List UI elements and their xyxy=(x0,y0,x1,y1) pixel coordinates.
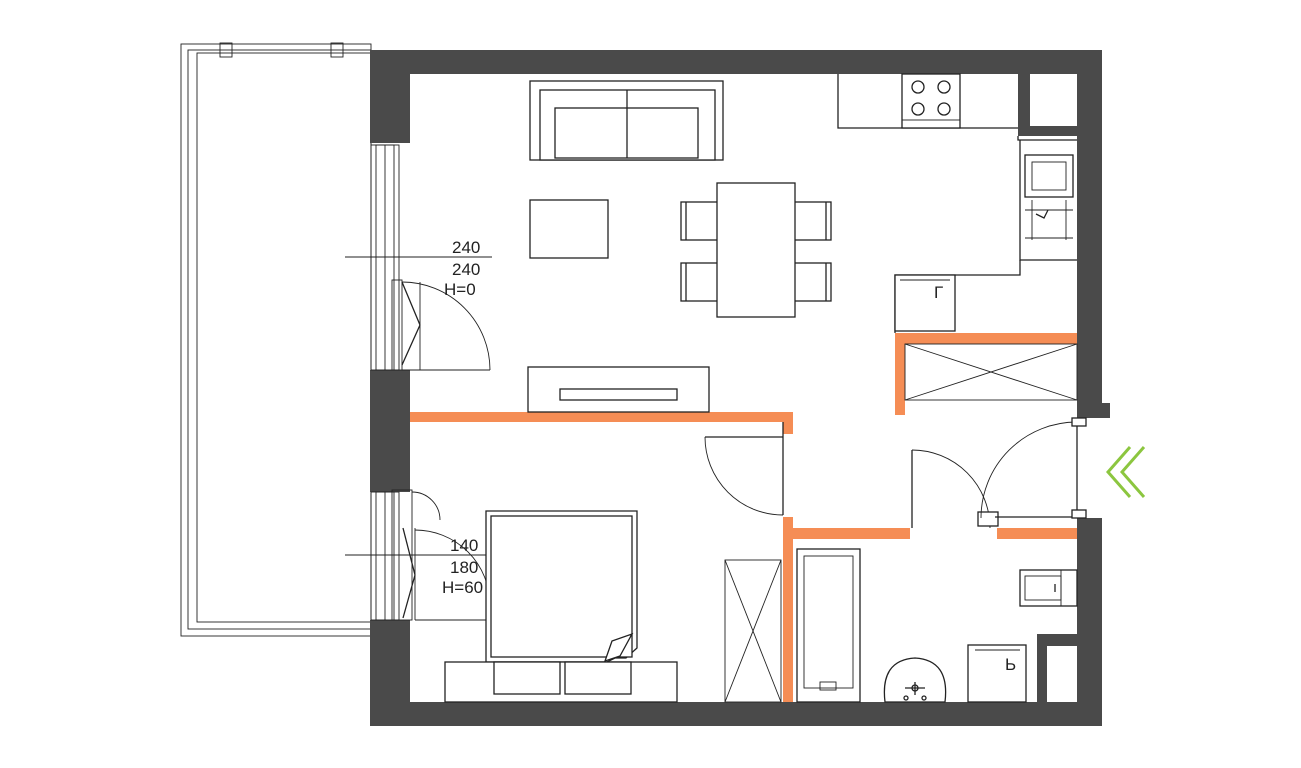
bedroom-window-width: 140 xyxy=(450,536,478,555)
coffee-table xyxy=(529,199,609,259)
washer-mark: Ь xyxy=(1005,655,1016,674)
living-window-label: 240 240 H=0 xyxy=(345,238,492,299)
hall-closet xyxy=(904,343,1078,401)
wall-right-upper xyxy=(1077,50,1102,418)
tv-cabinet xyxy=(527,366,710,413)
living-window-width: 240 xyxy=(452,238,480,257)
balcony xyxy=(180,42,372,637)
wall-top xyxy=(370,50,1102,74)
sofa xyxy=(529,80,724,161)
bedroom-door[interactable] xyxy=(704,422,784,516)
wall-left-top xyxy=(370,50,410,143)
door-jamb xyxy=(1102,403,1110,418)
fridge-mark: Г xyxy=(934,283,943,302)
kitchen-column-base xyxy=(1018,126,1077,136)
washbasin xyxy=(883,657,947,703)
partition-living-bedroom xyxy=(410,412,793,422)
washing-machine: Ь xyxy=(967,644,1027,703)
partition-bedroom-hall xyxy=(783,412,793,434)
bedroom-window-sill: H=60 xyxy=(442,578,483,597)
partition-closet-top xyxy=(895,333,1077,344)
entrance-door[interactable] xyxy=(980,417,1087,519)
living-room-window xyxy=(370,144,491,371)
living-window-sill: H=0 xyxy=(444,280,476,299)
bathtub xyxy=(796,548,861,703)
toilet-cistern xyxy=(1019,569,1078,607)
exterior-walls xyxy=(370,50,1110,726)
bathroom-door[interactable] xyxy=(911,449,999,529)
partition-bath-top-right xyxy=(997,528,1077,539)
cooktop xyxy=(901,73,961,129)
kitchen-sink xyxy=(1024,154,1074,240)
partition-closet-left xyxy=(895,333,905,415)
wall-left-bottom xyxy=(370,620,410,726)
partition-bath-left xyxy=(783,517,793,702)
bath-column-side xyxy=(1037,634,1047,704)
dining-set xyxy=(680,182,832,318)
bedroom-window-label: 140 180 H=60 xyxy=(345,536,492,597)
double-chevron-left-icon xyxy=(1106,446,1146,498)
wall-left-middle xyxy=(370,370,410,492)
fridge: Г xyxy=(894,274,956,332)
double-bed xyxy=(444,510,678,703)
wall-right-lower xyxy=(1077,518,1102,726)
living-window-height: 240 xyxy=(452,260,480,279)
partition-walls xyxy=(410,333,1077,702)
kitchen-column xyxy=(1018,74,1030,132)
partition-bath-top-left xyxy=(783,528,910,539)
bedroom-window-height: 180 xyxy=(450,558,478,577)
bedroom-wardrobe xyxy=(724,559,782,703)
wall-bottom xyxy=(370,702,1102,726)
